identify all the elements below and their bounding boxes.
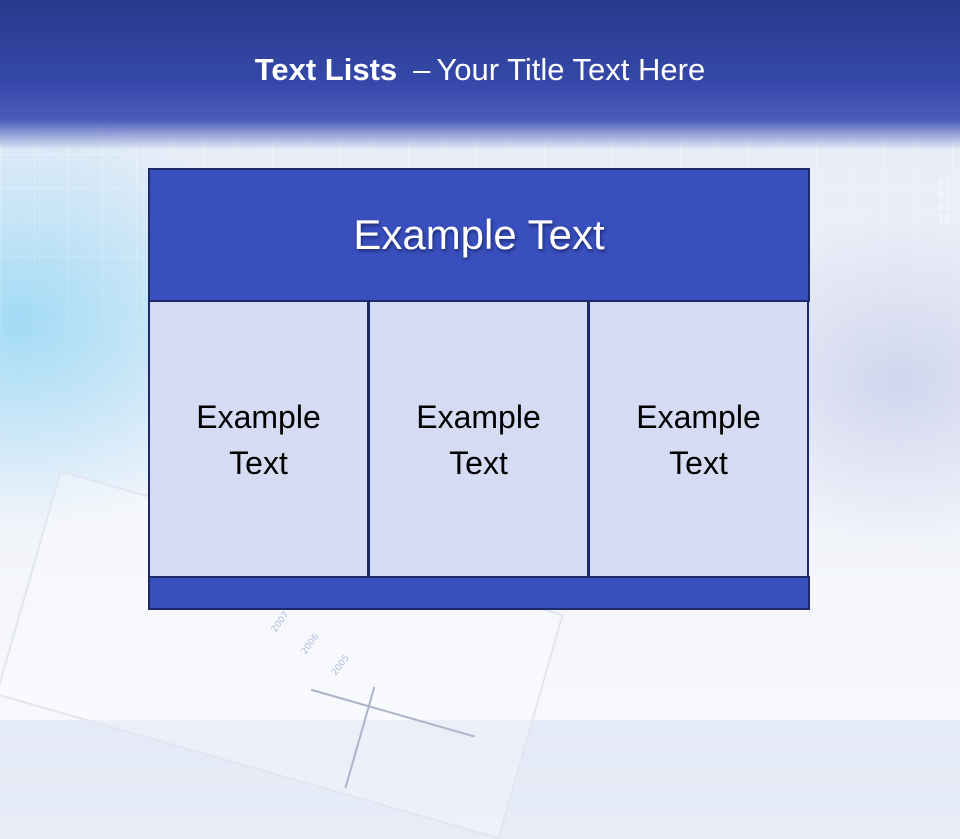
diagram-column-text: Example Text <box>196 399 321 481</box>
diagram-footer-bar[interactable] <box>148 576 810 610</box>
diagram-column-text: Example Text <box>636 399 761 481</box>
text-list-diagram: Example Text Example Text Example Text E… <box>148 168 810 610</box>
diagram-column-2[interactable]: Example Text <box>368 300 589 580</box>
title-band <box>0 0 960 150</box>
paper-year-label: 2005 <box>330 653 352 677</box>
title-bold-part: Text Lists <box>254 52 398 87</box>
diagram-column-3[interactable]: Example Text <box>588 300 809 580</box>
slide-title: Text Lists–Your Title Text Here <box>0 52 960 88</box>
paper-year-label: 2006 <box>300 632 322 657</box>
background-binary-digits: 01010110 <box>938 178 951 225</box>
paper-year-label: 2007 <box>270 610 292 634</box>
diagram-column-1[interactable]: Example Text <box>148 300 369 580</box>
diagram-header-text: Example Text <box>353 211 605 258</box>
background-paper-sheet: 2007 2006 2005 <box>0 470 564 839</box>
diagram-column-text: Example Text <box>416 399 541 481</box>
diagram-header-box[interactable]: Example Text <box>148 168 810 302</box>
title-subtitle-part: Your Title Text Here <box>436 52 706 87</box>
paper-chart-sketch: 2007 2006 2005 <box>270 610 475 789</box>
title-separator: – <box>413 52 431 87</box>
